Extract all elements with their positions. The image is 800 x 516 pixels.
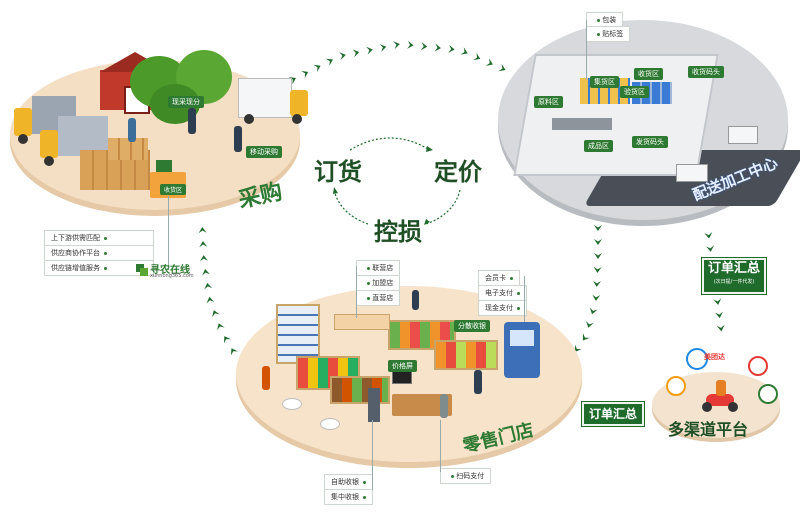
channel-summary-label: 订单汇总 xyxy=(707,261,760,276)
supply-item: 供应链增值服务 xyxy=(44,260,154,276)
zone-dock-in: 收货码头 xyxy=(688,66,724,78)
scan-pay: 扫码支付 xyxy=(440,468,492,484)
store-type: 加盟店 xyxy=(356,275,401,291)
tag-receiving: 收货区 xyxy=(160,184,187,195)
person-figure xyxy=(188,108,196,134)
cafe-table xyxy=(282,398,302,410)
person-figure xyxy=(234,126,242,152)
channels-title: 多渠道平台 xyxy=(668,420,749,439)
person-figure xyxy=(262,366,270,390)
payment-method: 现金支付 xyxy=(478,300,527,316)
leader-line xyxy=(372,420,373,490)
supply-item: 上下游供需匹配 xyxy=(44,230,154,246)
display-counter xyxy=(334,314,390,330)
leader-line xyxy=(586,20,587,80)
zone-dock-out: 发货码头 xyxy=(632,136,668,148)
kiosk-screen xyxy=(156,160,172,172)
zone-raw: 原料区 xyxy=(534,96,563,108)
leader-line xyxy=(356,266,357,318)
delivery-truck xyxy=(728,126,758,144)
app-icon xyxy=(748,356,768,376)
payment-method: 电子支付 xyxy=(478,285,527,301)
delivery-truck xyxy=(238,78,308,128)
app-icon xyxy=(758,384,778,404)
store-order-summary: 订单汇总 xyxy=(582,402,644,426)
cafe-table xyxy=(320,418,340,430)
zone-receiving: 收货区 xyxy=(634,68,663,80)
app-icon xyxy=(666,376,686,396)
brand-logo: 寻农在线 xunnong365.com xyxy=(136,262,196,280)
center-pricing: 定价 xyxy=(434,158,482,186)
person-figure xyxy=(440,394,448,418)
channel-order-summary: 订单汇总 (次日提/一件代发) xyxy=(702,258,766,294)
checkout-type: 自助收银 xyxy=(324,474,373,490)
center-loss: 控损 xyxy=(374,218,422,246)
person-figure xyxy=(128,118,136,142)
tag-mobile-purchase: 移动采购 xyxy=(246,146,282,158)
checkout-type: 集中收银 xyxy=(324,489,373,505)
leader-line xyxy=(168,196,169,270)
payment-method: 会员卡 xyxy=(478,270,520,286)
app-icon xyxy=(686,348,708,370)
store-type: 联营店 xyxy=(356,260,401,276)
crate-stack xyxy=(108,138,148,160)
app-icon-text: 美团达 xyxy=(704,353,725,361)
tag-price-screen: 价格屏 xyxy=(388,360,417,372)
self-checkout-machine xyxy=(368,388,380,422)
conveyor xyxy=(552,118,612,130)
person-figure xyxy=(412,290,419,310)
channel-summary-sub: (次日提/一件代发) xyxy=(713,279,755,285)
delivery-truck xyxy=(676,164,708,182)
kiosk-screen xyxy=(510,330,534,346)
tag-field-sorting: 现采现分 xyxy=(168,96,204,108)
delivery-scooter xyxy=(700,380,740,414)
checkout-counter xyxy=(392,394,452,416)
zone-gather: 集货区 xyxy=(590,76,619,88)
tag-split-checkout: 分散收银 xyxy=(454,320,490,332)
delivery-truck xyxy=(40,116,110,166)
produce-stand xyxy=(434,340,498,370)
brand-name: 寻农在线 xyxy=(150,265,190,276)
supply-item: 供应商协作平台 xyxy=(44,245,154,261)
leader-line xyxy=(440,420,441,472)
store-type: 直营店 xyxy=(356,290,401,306)
zone-picking: 验货区 xyxy=(620,86,649,98)
produce-stand xyxy=(330,376,390,404)
leader-line xyxy=(524,276,525,322)
person-figure xyxy=(474,370,482,394)
brand-url: xunnong365.com xyxy=(150,273,194,279)
shelf-unit xyxy=(276,304,320,364)
center-order: 订货 xyxy=(314,158,362,186)
zone-finished: 成品区 xyxy=(584,140,613,152)
